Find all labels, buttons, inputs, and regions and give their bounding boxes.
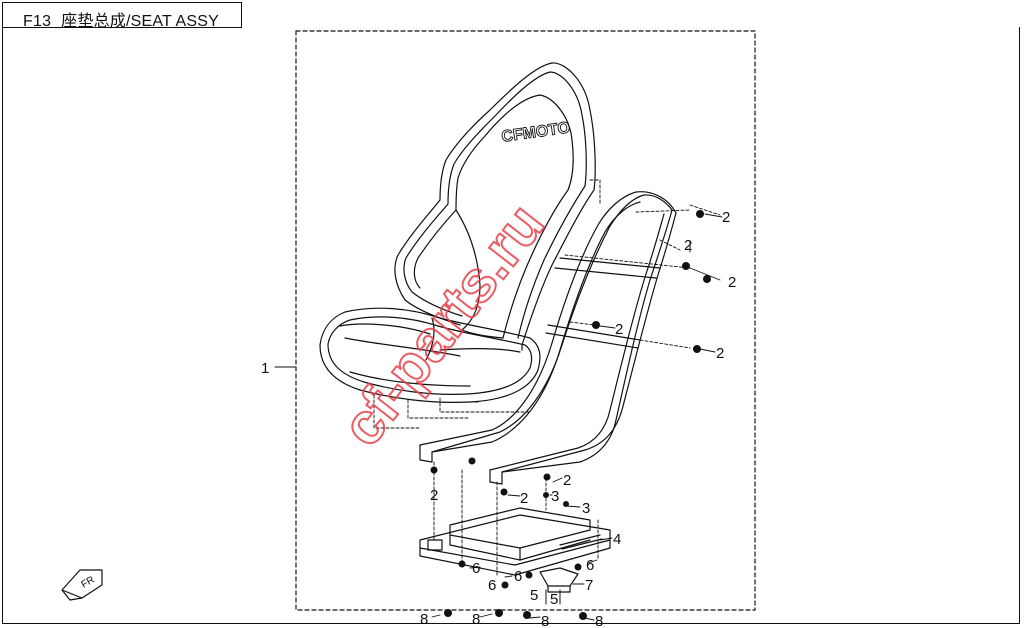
seat-shell <box>319 62 596 403</box>
callout-2: 2 <box>615 321 623 338</box>
callout-2: 2 <box>430 487 438 504</box>
callout-2: 2 <box>722 209 730 226</box>
seat-frame <box>419 191 677 485</box>
callout-2: 2 <box>684 237 692 254</box>
title-box: F13 座垫总成/SEAT ASSY <box>2 2 242 31</box>
callout-2: 2 <box>563 472 571 489</box>
callout-7: 7 <box>585 577 593 594</box>
front-direction-label: FR <box>79 574 96 590</box>
callout-8: 8 <box>595 613 603 628</box>
callout-6: 6 <box>586 557 594 574</box>
callout-8: 8 <box>541 613 549 628</box>
callout-4: 4 <box>613 531 621 548</box>
callout-8: 8 <box>420 611 428 628</box>
callout-2: 2 <box>728 274 736 291</box>
callout-5: 5 <box>530 587 538 604</box>
callout-1: 1 <box>261 360 269 377</box>
callout-3: 3 <box>582 500 590 517</box>
diagram-frame <box>2 27 1020 624</box>
front-direction-marker <box>61 569 103 601</box>
callout-8: 8 <box>472 611 480 628</box>
seat-brand-logo: CFMOTO <box>500 119 571 145</box>
callout-3: 3 <box>551 488 559 505</box>
assembly-boundary <box>295 30 756 611</box>
page-title: F13 座垫总成/SEAT ASSY <box>23 7 219 31</box>
diagram-title: 座垫总成/SEAT ASSY <box>61 13 219 30</box>
diagram-code: F13 <box>23 13 52 30</box>
callout-5: 5 <box>550 591 558 608</box>
callout-2: 2 <box>716 345 724 362</box>
callout-6: 6 <box>514 568 522 585</box>
callout-6: 6 <box>472 560 480 577</box>
fasteners <box>430 210 711 620</box>
seat-mount-plate <box>419 507 611 576</box>
latch-bracket <box>539 567 579 593</box>
callout-6: 6 <box>488 577 496 594</box>
callout-2: 2 <box>520 490 528 507</box>
